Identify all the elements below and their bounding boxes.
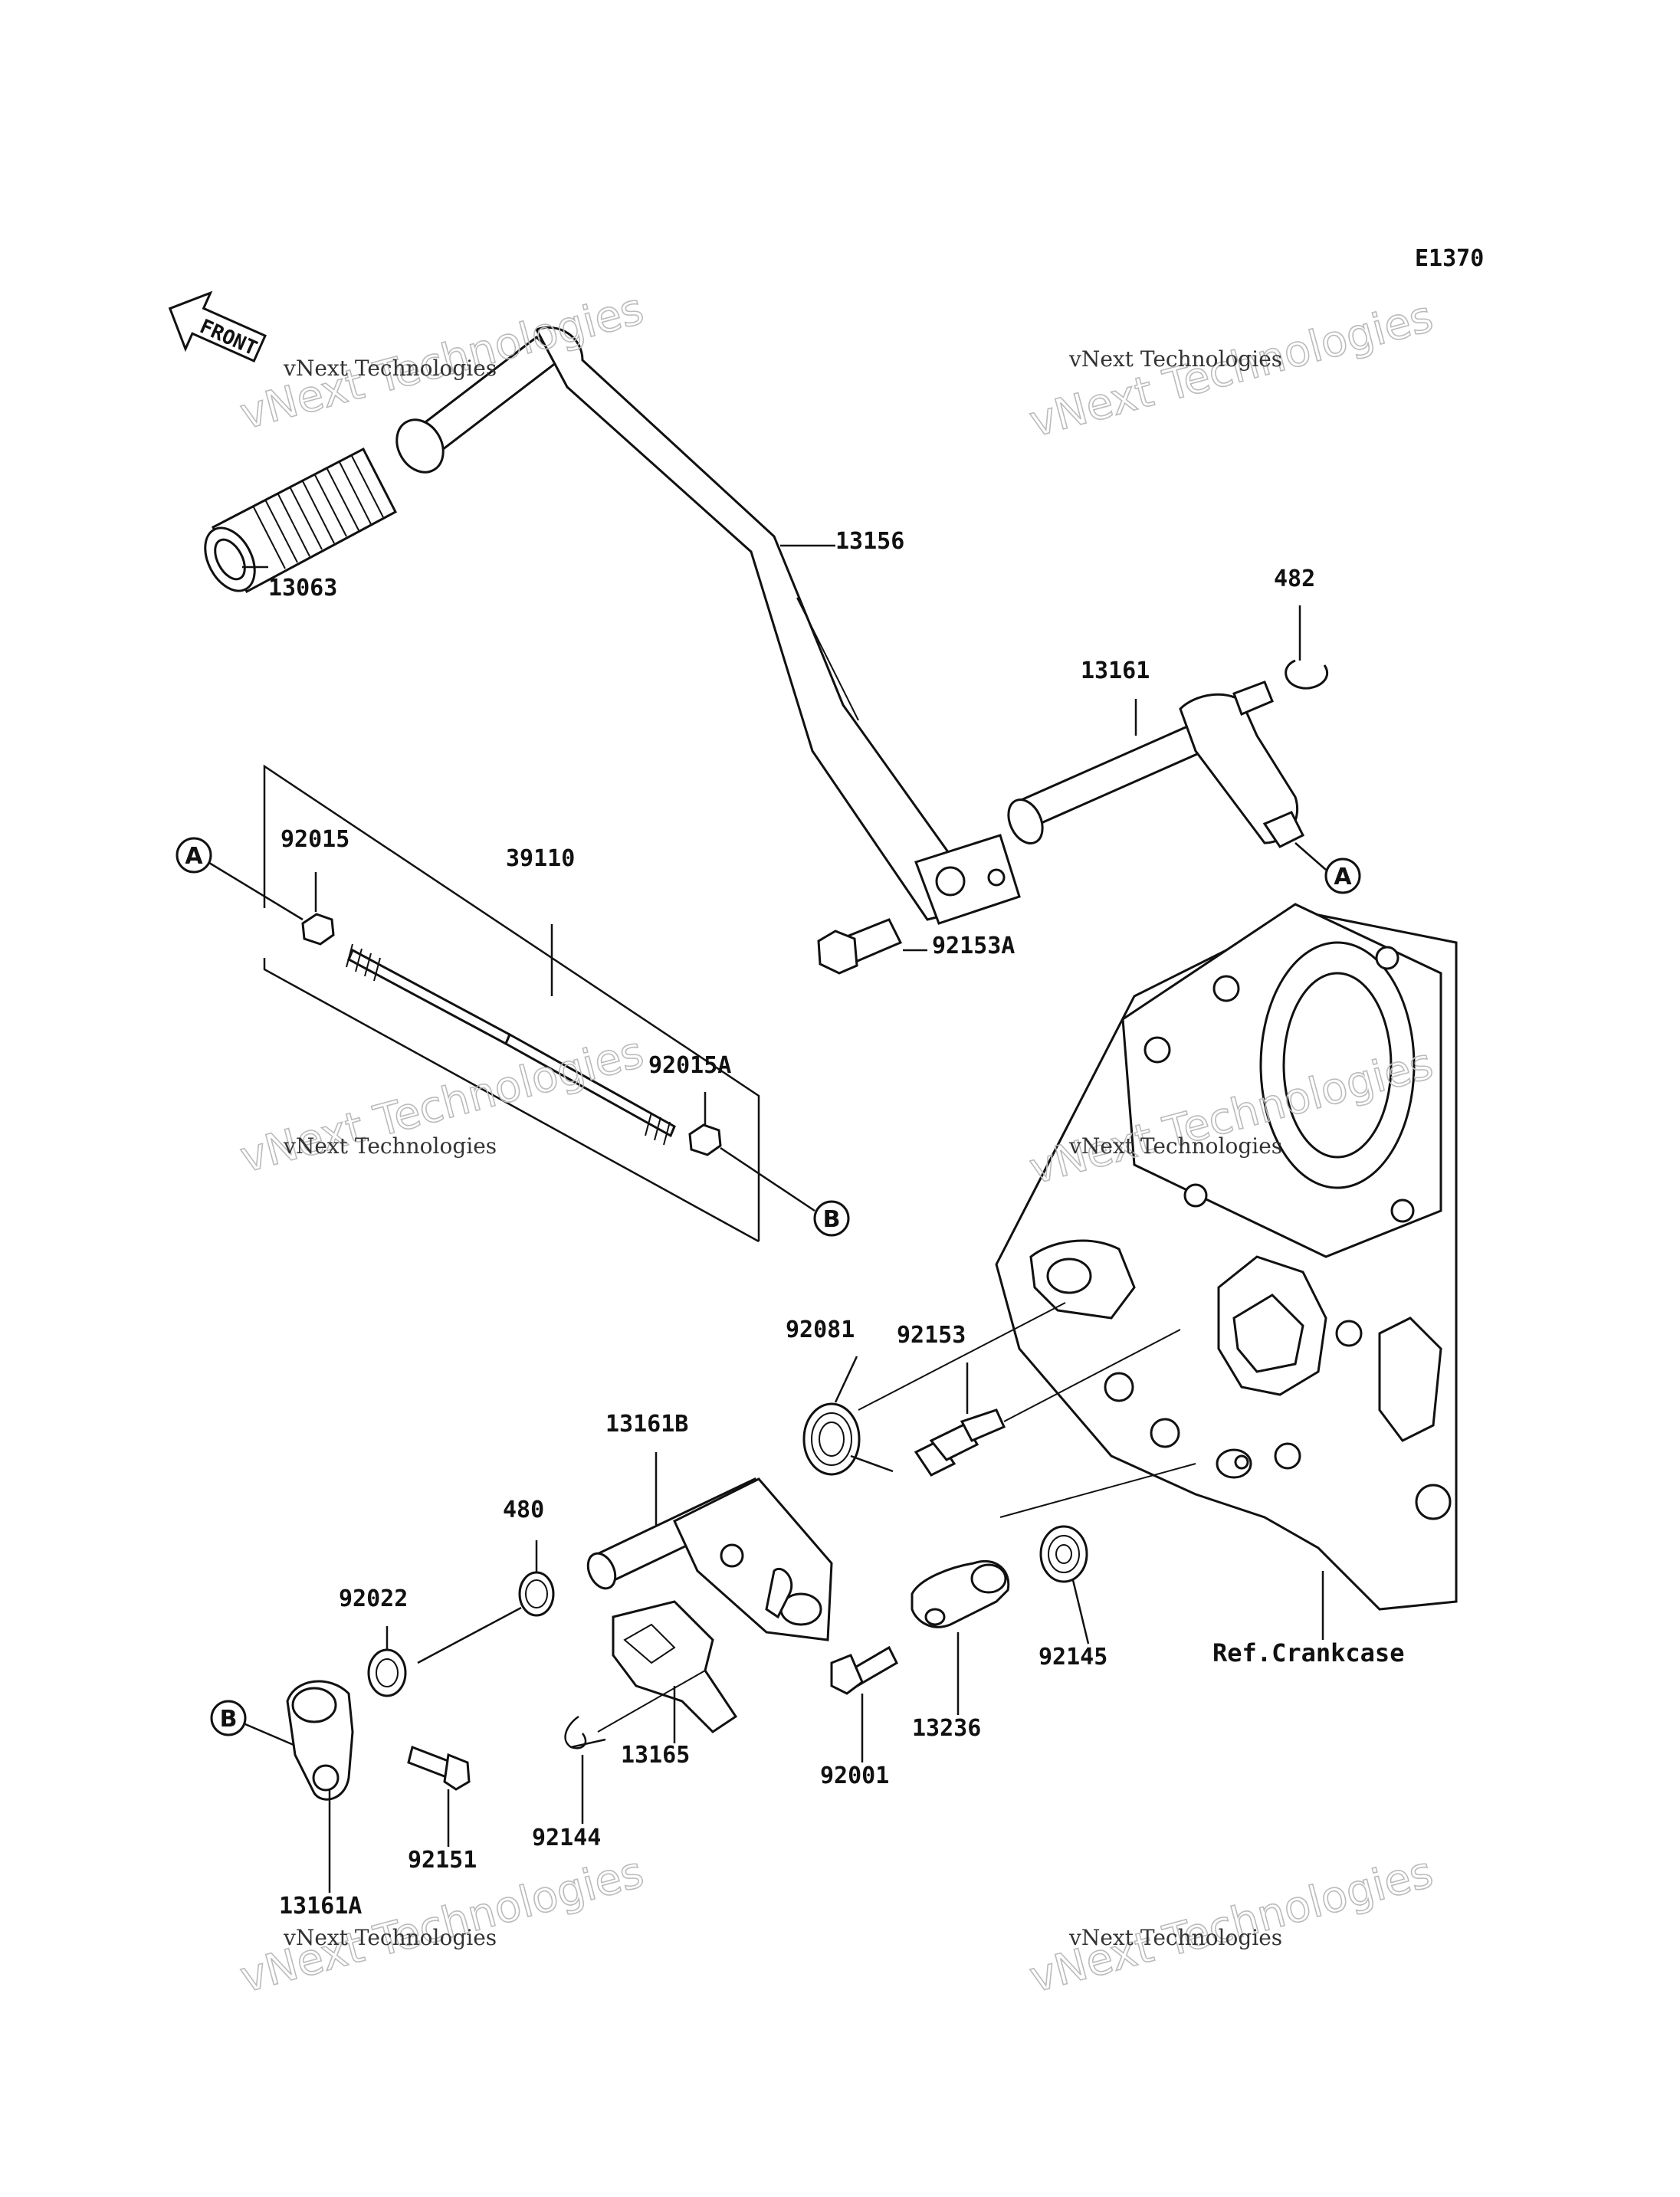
part-label-92144: 92144 — [532, 1825, 601, 1851]
svg-text:B: B — [220, 1706, 238, 1733]
part-label-13156: 13156 — [835, 528, 904, 555]
connector-b-left: B — [210, 1700, 247, 1736]
watermark-top-right: vNext Technologies vNext Technologies — [1024, 291, 1439, 448]
part-label-13063: 13063 — [268, 575, 337, 602]
footrest-rubber-13063 — [204, 447, 398, 594]
part-label-92153A: 92153A — [932, 933, 1015, 959]
part-label-92145: 92145 — [1039, 1644, 1107, 1671]
part-label-92015A: 92015A — [648, 1052, 731, 1079]
svg-text:vNext Technologies: vNext Technologies — [283, 356, 497, 381]
svg-text:vNext Technologies: vNext Technologies — [1068, 1925, 1282, 1950]
part-label-13236: 13236 — [912, 1715, 981, 1742]
svg-text:vNext Technologies: vNext Technologies — [283, 1133, 497, 1159]
spring-92145 — [1039, 1525, 1088, 1583]
crankcase — [995, 903, 1458, 1611]
reference-label-crankcase: Ref.Crankcase — [1212, 1638, 1404, 1667]
svg-text:vNext Technologies: vNext Technologies — [235, 1028, 649, 1183]
svg-text:A: A — [1334, 864, 1352, 890]
part-label-92151: 92151 — [408, 1847, 477, 1874]
washer-92022 — [367, 1648, 407, 1697]
ratchet-plate-13165 — [612, 1600, 738, 1733]
part-label-13161A: 13161A — [279, 1893, 362, 1920]
part-label-13161B: 13161B — [605, 1411, 688, 1438]
connector-b-right: B — [813, 1200, 850, 1237]
part-label-39110: 39110 — [506, 845, 575, 872]
spring-92144 — [564, 1715, 606, 1749]
watermark-bottom-right: vNext Technologies vNext Technologies — [1024, 1847, 1439, 2003]
part-label-13165: 13165 — [621, 1742, 690, 1769]
part-label-92001: 92001 — [820, 1763, 889, 1789]
connector-a-left: A — [176, 837, 212, 874]
bolt-92151 — [407, 1745, 471, 1791]
diagram-id: E1370 — [1415, 245, 1484, 272]
svg-text:vNext Technologies: vNext Technologies — [1068, 1133, 1282, 1159]
shift-shaft-13161 — [1007, 680, 1305, 848]
part-label-482: 482 — [1274, 566, 1315, 592]
svg-text:B: B — [823, 1206, 841, 1233]
bolt-92153 — [914, 1408, 1006, 1477]
shift-pedal-13156 — [395, 326, 1021, 925]
part-label-480: 480 — [503, 1497, 544, 1523]
part-label-92081: 92081 — [786, 1317, 855, 1343]
nut-92015A — [688, 1123, 722, 1156]
leader-lines — [242, 544, 1324, 1893]
tie-rod-bracket — [263, 764, 760, 1243]
watermark-mid-left: vNext Technologies vNext Technologies — [235, 1027, 649, 1183]
connector-a-right: A — [1324, 857, 1361, 894]
spring-92081 — [802, 1402, 894, 1476]
front-arrow-icon: FRONT — [168, 290, 267, 363]
part-label-92022: 92022 — [339, 1585, 408, 1612]
shift-lever-13161A — [286, 1680, 354, 1801]
circlip-482 — [1285, 659, 1329, 690]
nut-92015 — [301, 913, 335, 946]
part-label-92153: 92153 — [897, 1322, 966, 1349]
svg-text:vNext Technologies: vNext Technologies — [283, 1925, 497, 1950]
svg-text:vNext Technologies: vNext Technologies — [1068, 346, 1282, 372]
tie-rod-39110 — [346, 943, 676, 1146]
positioning-lever-13236 — [911, 1559, 1010, 1628]
bolt-92153A — [817, 918, 903, 975]
circlip-480 — [518, 1571, 555, 1617]
bolt-92001 — [830, 1645, 898, 1695]
part-label-92015: 92015 — [281, 826, 349, 853]
part-label-13161: 13161 — [1081, 657, 1150, 684]
svg-text:A: A — [185, 843, 203, 870]
shift-shaft-assembly-13161B — [586, 1477, 833, 1641]
